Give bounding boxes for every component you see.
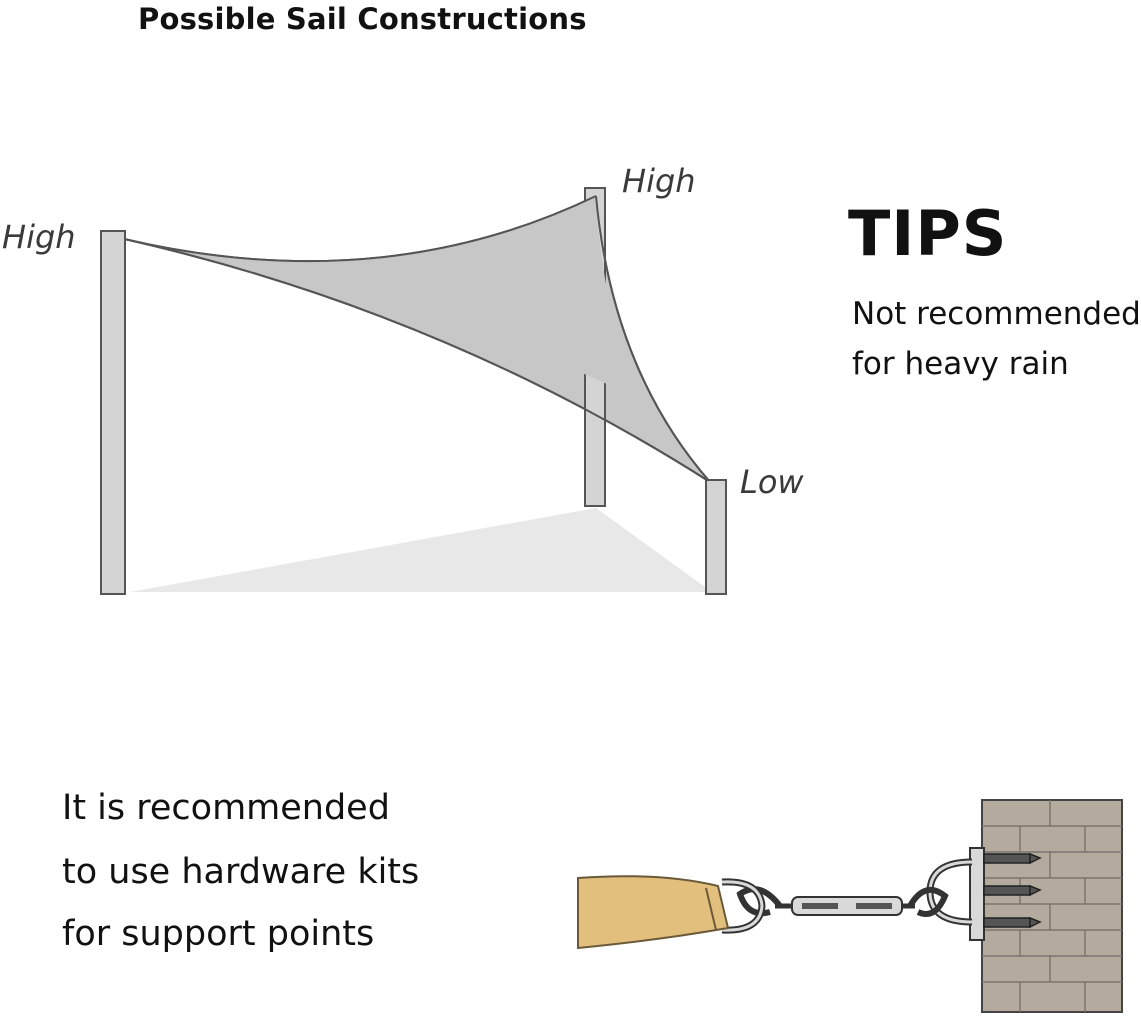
label-back-high: High	[622, 162, 696, 200]
right-hook	[907, 886, 949, 917]
recommendation-line-3: for support points	[62, 914, 375, 954]
shade-sail-front	[120, 196, 640, 400]
recommendation-line-2: to use hardware kits	[62, 852, 420, 892]
sail-shadow	[130, 508, 712, 592]
left-post	[100, 230, 126, 595]
label-left-high: High	[2, 218, 76, 256]
sail-fabric-corner	[577, 875, 730, 950]
wall-plate	[969, 847, 985, 941]
screws	[983, 852, 1042, 929]
tips-heading: TIPS	[848, 197, 1008, 270]
turnbuckle	[775, 896, 915, 916]
tips-line-1: Not recommended	[852, 296, 1141, 332]
right-post	[705, 479, 727, 595]
tips-line-2: for heavy rain	[852, 346, 1069, 382]
brick-wall	[981, 799, 1123, 1013]
label-right-low: Low	[740, 463, 804, 501]
recommendation-line-1: It is recommended	[62, 788, 390, 828]
diagram-title: Possible Sail Constructions	[138, 2, 587, 36]
